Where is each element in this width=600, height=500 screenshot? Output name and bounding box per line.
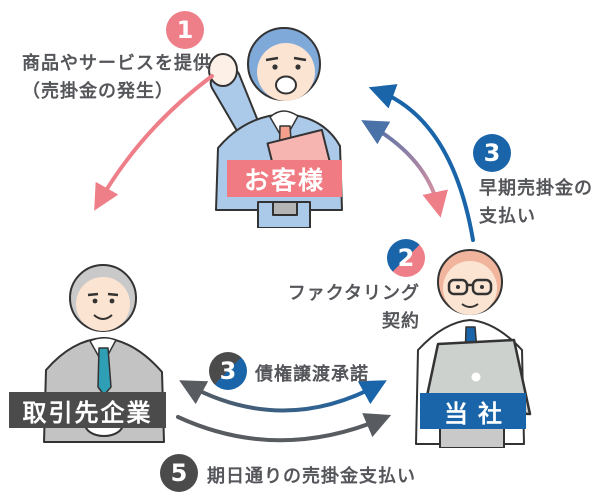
step-text-transfer-consent: 債権譲渡承諾 bbox=[255, 364, 369, 385]
step-text-provide-line1: 商品やサービスを提供 bbox=[22, 53, 212, 74]
step-badge-1: 1 bbox=[166, 11, 204, 49]
glasses-icon bbox=[447, 278, 493, 296]
step-text-provide-goods: 商品やサービスを提供 （売掛金の発生） bbox=[22, 50, 212, 106]
step-text-early-payment-line1: 早期売掛金の bbox=[479, 178, 593, 199]
step-badge-3-consent: 3 bbox=[209, 352, 247, 390]
step-badge-3-early-payment: 3 bbox=[473, 134, 511, 172]
client-company-label: 取引先企業 bbox=[9, 392, 166, 428]
arrow-early-payment bbox=[368, 84, 475, 242]
step-text-contract-line1: ファクタリング bbox=[287, 283, 420, 304]
step-text-due-payment: 期日通りの売掛金支払い bbox=[207, 466, 416, 487]
step-badge-2: 2 bbox=[387, 239, 425, 277]
step-text-early-payment-line2: 支払い bbox=[479, 206, 536, 227]
customer-label: お客様 bbox=[227, 160, 342, 197]
step-text-early-payment: 早期売掛金の 支払い bbox=[479, 175, 593, 231]
step-text-provide-line2: （売掛金の発生） bbox=[22, 81, 174, 102]
arrow-transfer-consent bbox=[179, 380, 387, 413]
step-text-contract-line2: 契約 bbox=[382, 311, 420, 332]
arrow-provide-goods bbox=[94, 74, 214, 211]
step-badge-5: 5 bbox=[160, 454, 198, 492]
our-company-label: 当社 bbox=[420, 393, 526, 429]
step-text-factoring-contract: ファクタリング 契約 bbox=[280, 280, 420, 336]
arrow-due-payment bbox=[176, 413, 392, 443]
our-company-illustration bbox=[415, 249, 532, 448]
arrow-factoring-contract bbox=[361, 120, 448, 218]
